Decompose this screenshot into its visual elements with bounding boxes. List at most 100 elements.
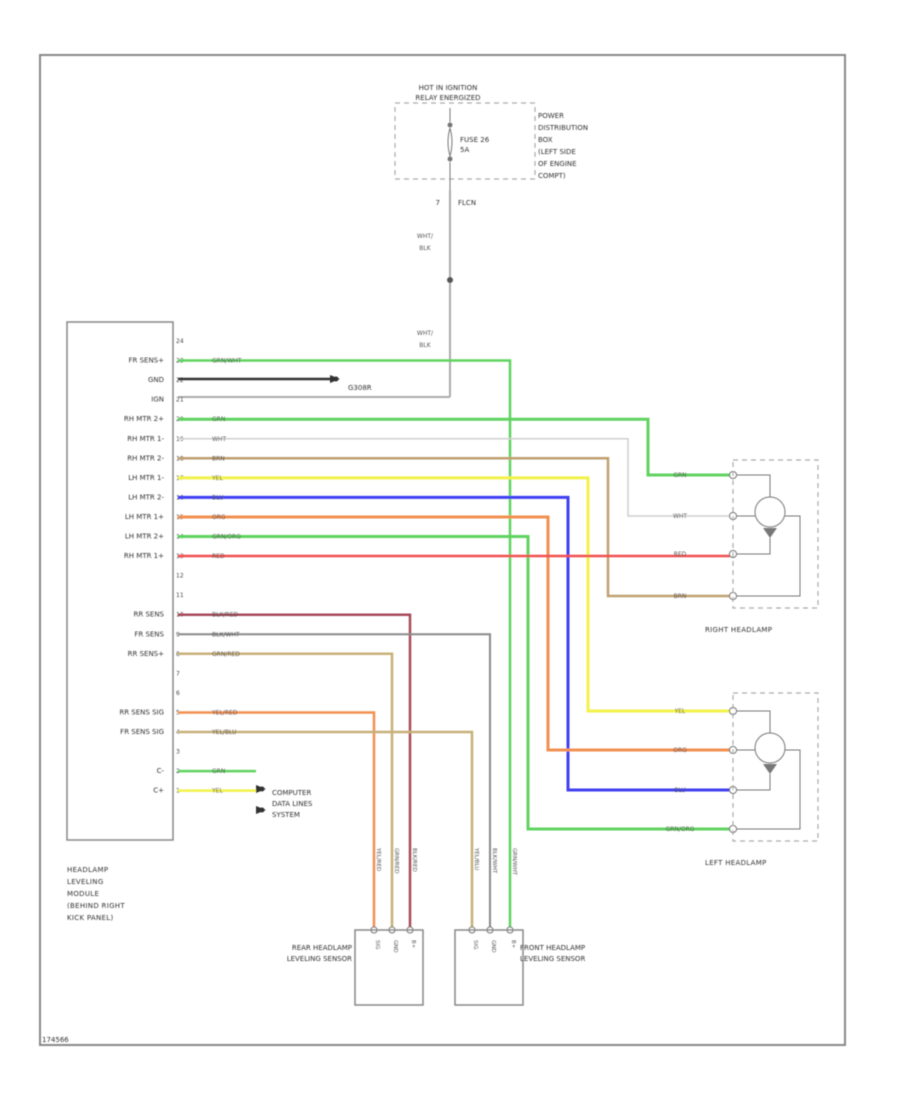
diagram-footer-code: 174566 (42, 1036, 69, 1044)
right-headlamp-motor (754, 496, 786, 528)
module-label-pin-16: LH MTR 2- (128, 493, 164, 501)
supply-text: HOT IN IGNITION RELAY ENERGIZED FUSE 26 … (415, 84, 588, 349)
rear-sensor-caption-2: LEVELING SENSOR (287, 955, 352, 963)
right-headlamp-wire-label-1: WHT (673, 513, 687, 520)
wire-label-pin-18: BRN (212, 455, 225, 462)
front-sensor-caption-1: FRONT HEADLAMP (520, 944, 585, 952)
right-headlamp: RIGHT HEADLAMP (705, 459, 819, 634)
module-pin-6: 6 (176, 690, 180, 697)
module-pin-7: 7 (176, 670, 180, 677)
relay-energized-label: RELAY ENERGIZED (415, 94, 480, 102)
module-caption-4: (BEHIND RIGHT (67, 902, 125, 910)
right-headlamp-box (732, 459, 819, 609)
wire-pin-16 (178, 495, 730, 792)
module-label-pin-2: C- (157, 767, 165, 775)
wire-label-wht-blk-upper-1: WHT/ (417, 233, 434, 240)
module-pin-12: 12 (176, 573, 184, 580)
module-label-pin-22: GND (148, 376, 164, 384)
module-label-pin-17: LH MTR 1- (128, 474, 164, 482)
pdb-label-3: BOX (538, 136, 553, 144)
rear-sensor-wire-label-2: BLK/RED (411, 848, 417, 872)
front-sensor-caption-2: LEVELING SENSOR (520, 955, 585, 963)
wire-label-pin-10: BLK/RED (212, 612, 238, 619)
front-sensor-pin-label-0: SIG (472, 940, 478, 949)
computer-data-lines: COMPUTER DATA LINES SYSTEM (256, 785, 313, 819)
left-headlamp-wire-label-3: GRN/ORG (666, 826, 695, 833)
wire-pin-14 (178, 535, 730, 831)
rear-sensor-caption-1: REAR HEADLAMP (292, 944, 352, 952)
rear-sensor-pin-label-2: B+ (410, 940, 416, 949)
right-headlamp-wire-label-0: GRN (673, 472, 686, 479)
wire-label-pin-2: GRN (212, 768, 225, 775)
wire-label-pin-4: YEL/BLU (211, 729, 236, 736)
left-headlamp-wire-label-1: ORG (673, 747, 687, 754)
module-label-pin-23: FR SENS+ (128, 357, 164, 365)
left-headlamp-lead (737, 710, 771, 733)
pdb-label-5: OF ENGINE (538, 160, 577, 168)
rear-sensor-wire-label-0: YEL/RED (375, 847, 381, 871)
data-line-dot-c-minus (259, 786, 265, 792)
left-headlamp-motor-arrow (763, 764, 777, 774)
wire-label-pin-8: GRN/RED (212, 651, 240, 658)
right-headlamp-wire-label-3: BRN (674, 593, 687, 600)
front-leveling-sensor (454, 929, 524, 1006)
module-label-pin-18: RH MTR 2- (127, 454, 164, 462)
front-sensor-wire-label-0: YEL/BLU (473, 847, 479, 870)
wire-pin-10 (178, 613, 412, 930)
module-pin-24: 24 (176, 338, 184, 345)
wire-pin-19 (178, 438, 730, 517)
computer-data-label-2: DATA LINES (272, 800, 313, 808)
wire-label-pin-19: WHT (212, 436, 226, 443)
front-sensor-wire-label-1: BLK/WHT (491, 848, 497, 874)
wire-pin-23 (178, 359, 512, 930)
front-sensor-pin-label-1: GND (490, 940, 496, 953)
wire-label-pin-23: GRN/WHT (212, 358, 242, 365)
wire-pin-8 (178, 652, 394, 930)
module-pin-21: 21 (176, 397, 184, 404)
pdb-label-6: COMPT) (538, 172, 566, 180)
rear-sensor-caption: REAR HEADLAMP LEVELING SENSOR (287, 944, 352, 963)
module-pin-22: 22 (176, 377, 184, 384)
wire-label-pin-17: YEL (211, 475, 223, 482)
computer-data-label-1: COMPUTER (272, 789, 311, 797)
wire-pin-4 (178, 730, 474, 930)
wire-pin-17 (178, 476, 730, 713)
fuse-rating-label: 5A (460, 146, 469, 154)
left-headlamp-wire-label-0: YEL (674, 708, 686, 715)
pdb-label-1: POWER (538, 112, 564, 120)
pdb-label-4: (LEFT SIDE (538, 148, 576, 156)
left-headlamp-lead (737, 749, 801, 830)
front-sensor-caption: FRONT HEADLAMP LEVELING SENSOR (520, 944, 585, 963)
connector-label: FLCN (458, 199, 476, 207)
module-label-pin-15: LH MTR 1+ (125, 513, 164, 521)
pdb-label-2: DISTRIBUTION (538, 124, 588, 132)
wire-pin-20 (178, 417, 730, 477)
headlamp-leveling-module (66, 321, 174, 841)
right-headlamp-lead (737, 515, 801, 597)
wire-label-pin-5: YEL/RED (211, 709, 238, 716)
wire-pin-18 (178, 457, 730, 598)
hot-in-ignition-label: HOT IN IGNITION (419, 84, 478, 92)
wire-label-pin-14: GRN/ORG (212, 534, 241, 541)
computer-data-label-3: SYSTEM (272, 811, 300, 819)
splice-dot (447, 277, 453, 283)
module-label-pin-5: RR SENS SIG (119, 708, 164, 716)
module-caption-3: MODULE (67, 890, 99, 898)
left-headlamp-caption: LEFT HEADLAMP (705, 859, 767, 867)
module-label-pin-14: LH MTR 2+ (125, 533, 164, 541)
right-headlamp-caption: RIGHT HEADLAMP (705, 626, 772, 634)
ground-label: G308R (348, 384, 372, 392)
wire-label-pin-15: ORG (212, 514, 226, 521)
fuse-symbol (447, 108, 453, 190)
module-caption-2: LEVELING (67, 878, 104, 886)
wire-label-pin-9: BLK/WHT (212, 631, 240, 638)
right-headlamp-lead (737, 538, 771, 555)
module-pin-11: 11 (176, 592, 184, 599)
data-line-dot-c-plus (259, 807, 265, 813)
diagram-frame (39, 54, 846, 1046)
module-label-pin-1: C+ (153, 787, 164, 795)
front-sensor-pin-label-2: B+ (510, 940, 516, 949)
left-headlamp-lead (737, 774, 771, 791)
